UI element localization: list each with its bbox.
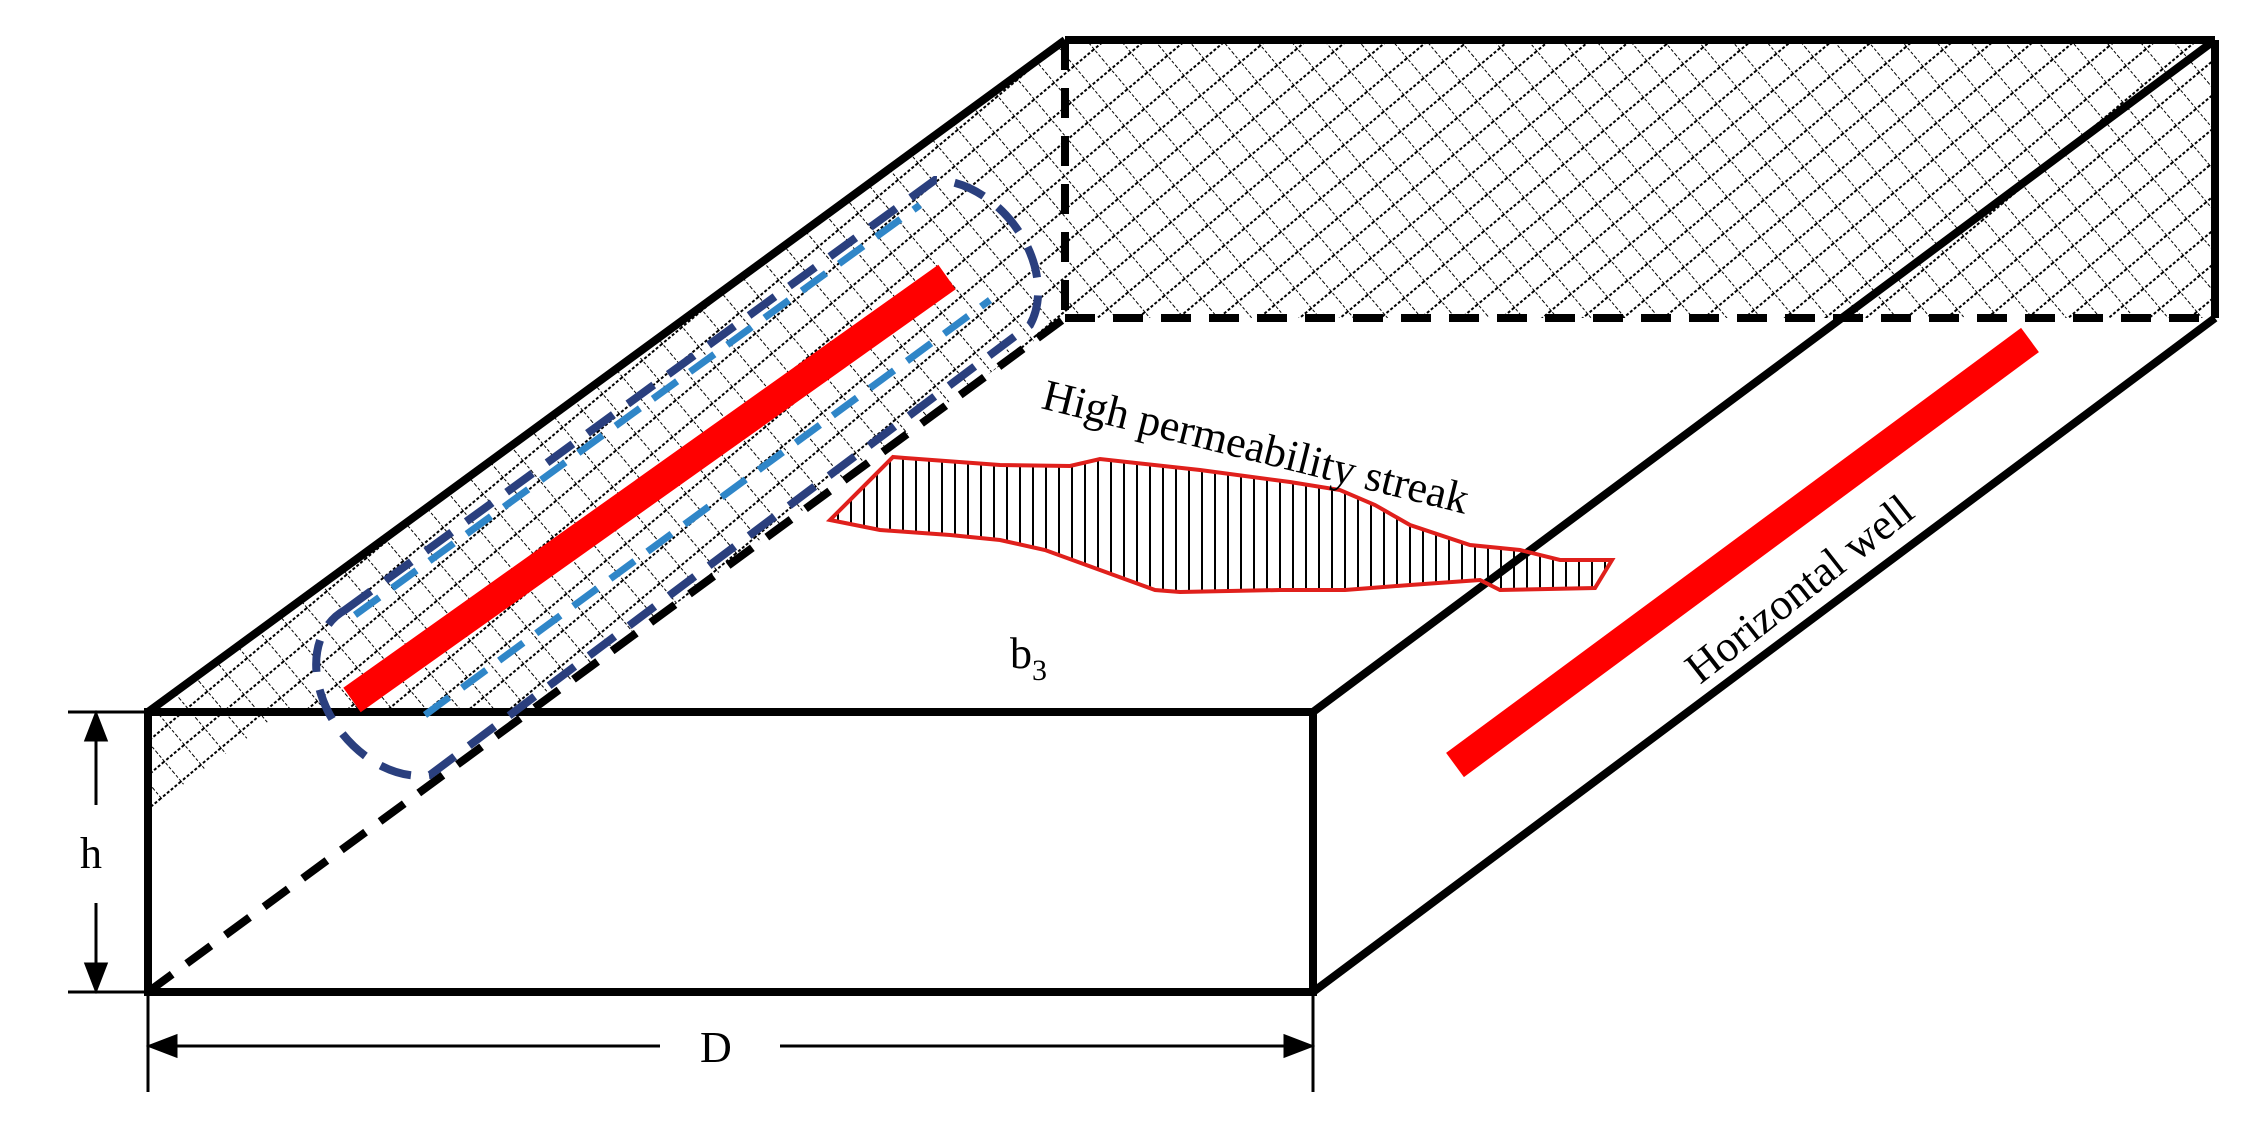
horizontal-well-left	[343, 264, 956, 713]
back-wall-hatched	[1065, 40, 2215, 318]
b3-subscript: 3	[1032, 654, 1047, 687]
inner-drainage-boundary	[352, 202, 993, 718]
b3-label: b3	[1010, 629, 1047, 687]
outer-drainage-boundary	[312, 175, 1043, 780]
front-face	[148, 712, 1313, 992]
width-dimension	[145, 992, 1316, 1092]
horizontal-well-right	[1446, 327, 2039, 778]
box-outline	[144, 36, 2219, 996]
height-label: h	[80, 829, 102, 878]
front-face-hatched	[148, 712, 283, 810]
b3-base: b	[1010, 629, 1032, 678]
high-permeability-streak	[825, 454, 1616, 595]
height-dimension	[68, 709, 148, 995]
width-label: D	[700, 1023, 732, 1072]
